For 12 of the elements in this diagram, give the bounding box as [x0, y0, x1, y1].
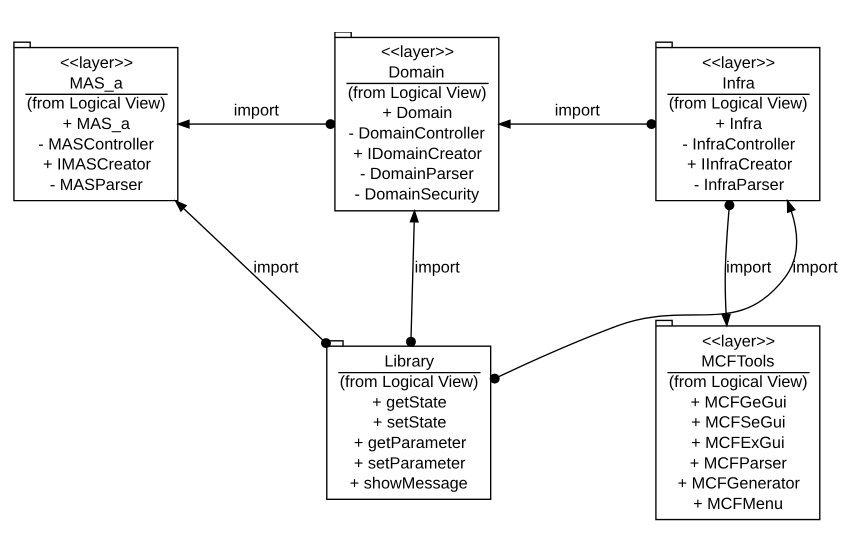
edge-label: import	[554, 100, 600, 119]
arrow	[176, 118, 336, 129]
edge-label: import	[792, 258, 838, 276]
arrow	[406, 208, 419, 346]
arrow	[497, 118, 656, 129]
arrow	[174, 198, 331, 348]
edge-label: import	[414, 258, 460, 276]
edge-label: import	[234, 100, 279, 119]
edge-label: import	[726, 258, 772, 276]
arrow	[490, 198, 798, 384]
arrow	[721, 200, 734, 328]
edge-label: import	[253, 258, 299, 276]
